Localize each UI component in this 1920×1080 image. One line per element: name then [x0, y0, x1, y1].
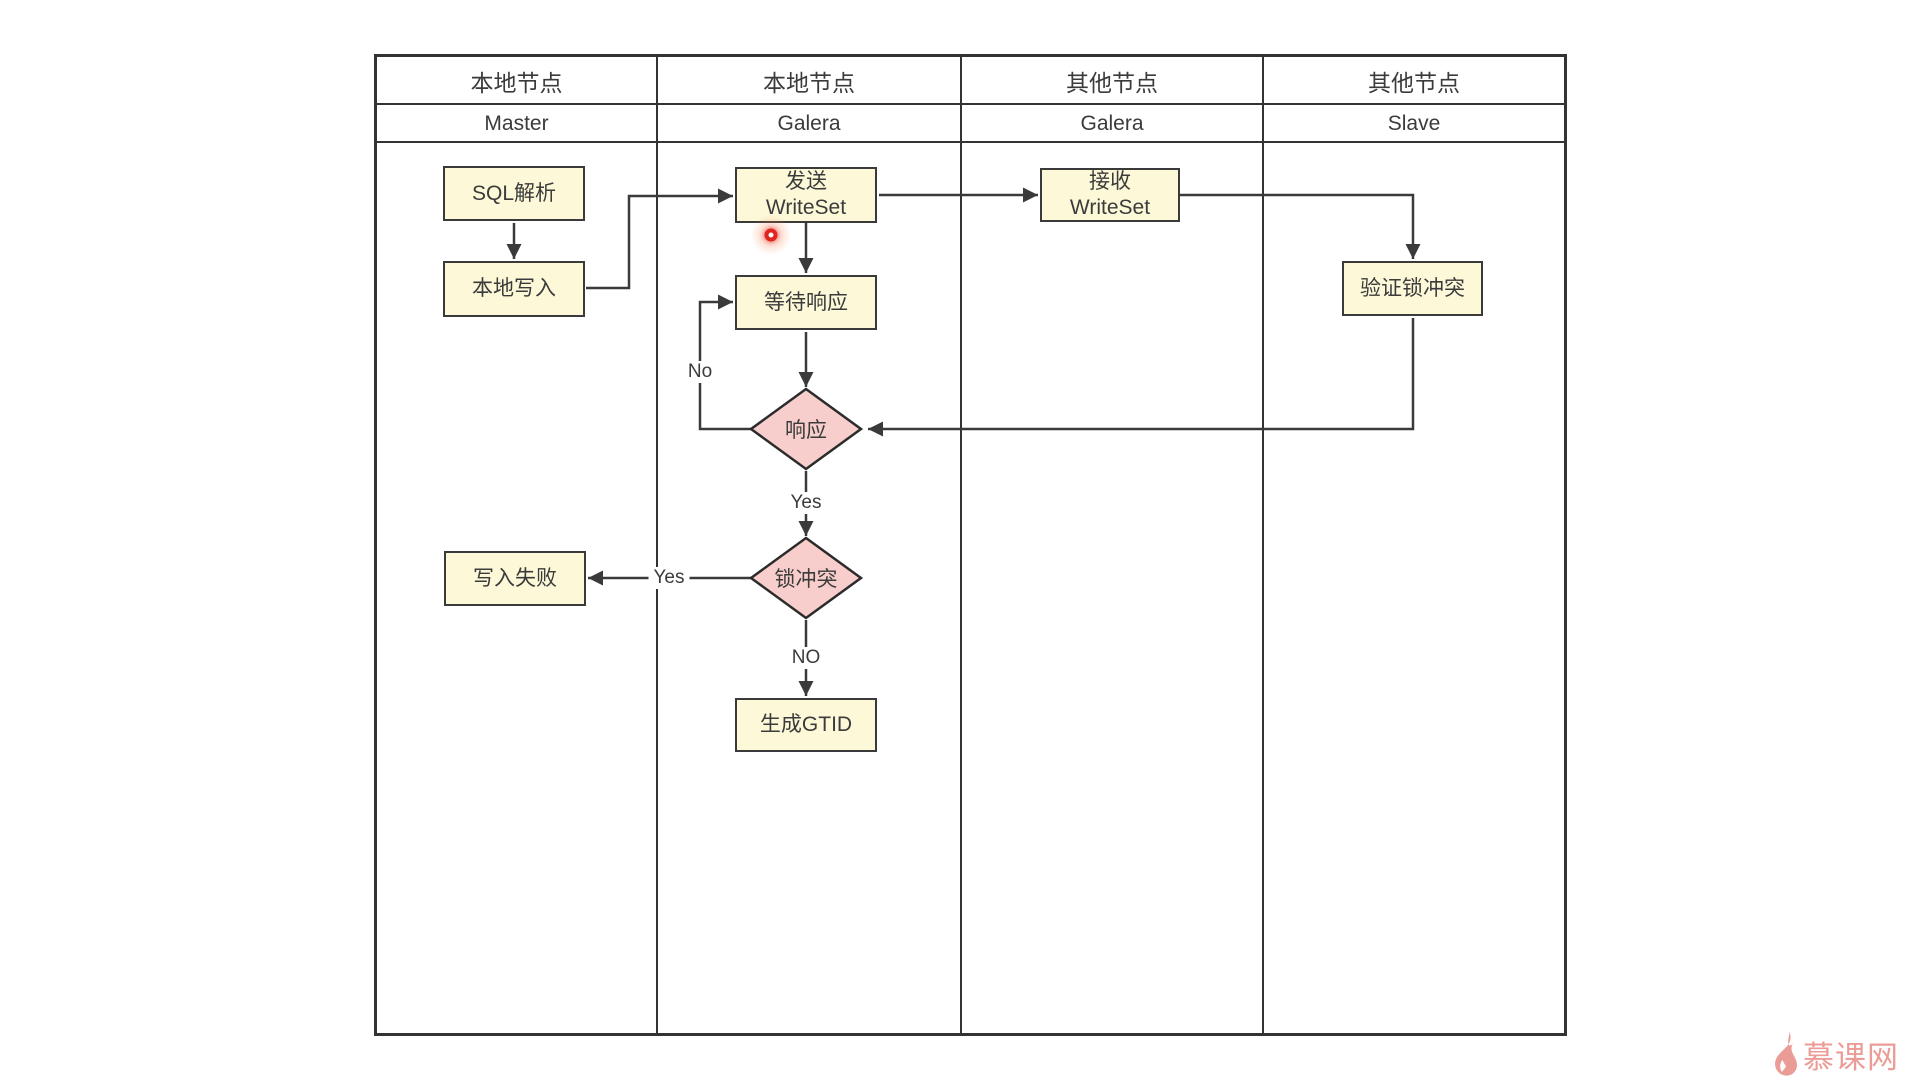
node-generate-gtid: 生成GTID [735, 698, 877, 752]
node-verify-lock-conflict: 验证锁冲突 [1342, 261, 1483, 316]
response-diamond [748, 387, 864, 471]
node-send-writeset: 发送 WriteSet [735, 167, 877, 223]
lane-divider [656, 57, 658, 1033]
laser-pointer-core [764, 228, 778, 242]
arrow-localwrite-to-sendwriteset [586, 188, 733, 290]
node-wait-response: 等待响应 [735, 275, 877, 330]
node-sql-parse: SQL解析 [443, 166, 585, 221]
header-divider [377, 103, 1564, 105]
lane-4-group: 其他节点 [1368, 69, 1460, 96]
arrow-verify-to-response [868, 318, 1415, 437]
laser-pointer-dot [751, 215, 791, 255]
lane-2-group: 本地节点 [763, 69, 855, 96]
edge-label-no-loop: No [682, 361, 718, 383]
edge-label-yes-response: Yes [785, 492, 827, 514]
lane-3-role: Galera [1080, 111, 1144, 135]
lane-divider [1262, 57, 1264, 1033]
edge-label-no-conflict: NO [786, 647, 826, 669]
edge-label-yes-conflict: Yes [648, 567, 690, 589]
watermark: 慕课网 [1770, 1030, 1899, 1078]
lane-divider [960, 57, 962, 1033]
node-write-fail: 写入失败 [444, 551, 586, 606]
watermark-text: 慕课网 [1803, 1039, 1899, 1075]
header-divider [377, 141, 1564, 143]
lane-2-role: Galera [777, 111, 841, 135]
lane-3-group: 其他节点 [1066, 69, 1158, 96]
flame-icon [1775, 1032, 1797, 1076]
lane-4-role: Slave [1387, 111, 1441, 135]
arrow-receivewriteset-to-verify [1180, 193, 1421, 259]
response-diamond-label: 响应 [785, 419, 827, 442]
lane-1-group: 本地节点 [470, 69, 563, 96]
lane-1-role: Master [484, 111, 549, 135]
node-receive-writeset: 接收 WriteSet [1040, 168, 1180, 222]
node-local-write: 本地写入 [443, 261, 585, 317]
swimlane-table: 本地节点 本地节点 其他节点 其他节点 Master Galera Galera… [374, 54, 1567, 1036]
lock-conflict-diamond [748, 536, 864, 620]
lock-conflict-diamond-label: 锁冲突 [774, 568, 838, 591]
